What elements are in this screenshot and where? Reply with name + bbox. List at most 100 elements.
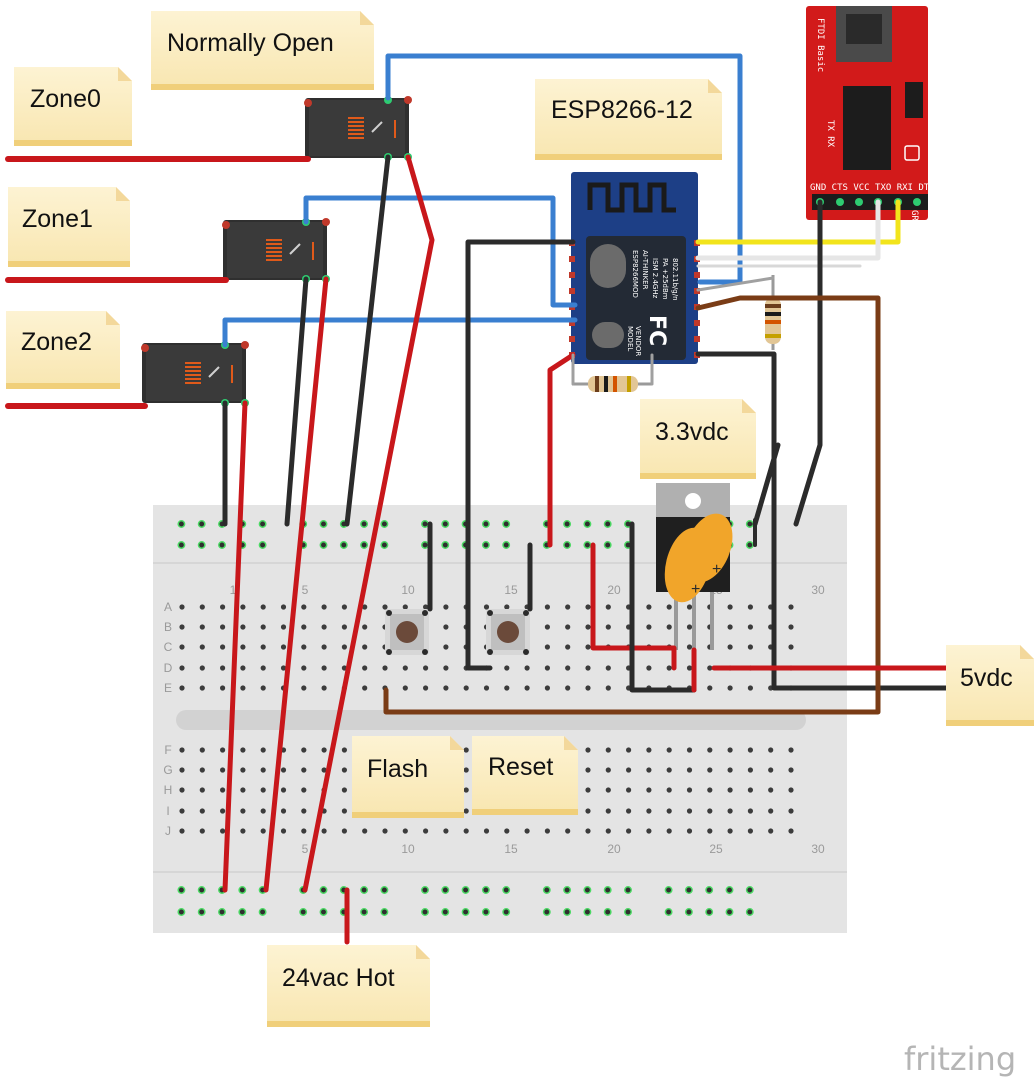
- breadboard-hole: [421, 520, 429, 528]
- breadboard-hole: [301, 644, 307, 650]
- breadboard-hole: [646, 624, 652, 630]
- reset-pushbutton: [486, 609, 530, 655]
- wire-ftdi-tx: [695, 199, 881, 261]
- breadboard-hole: [179, 604, 185, 610]
- breadboard-column-number: 30: [811, 583, 825, 597]
- breadboard-hole: [423, 685, 429, 691]
- breadboard-hole: [524, 685, 530, 691]
- note-normally-open-text: Normally Open: [167, 29, 334, 57]
- breadboard-hole: [583, 908, 592, 916]
- ftdi-pin-labels: GND CTS VCC TXO RXI DTR: [810, 183, 935, 193]
- breadboard-hole: [502, 541, 511, 549]
- breadboard-hole: [463, 808, 469, 814]
- breadboard-hole: [544, 828, 551, 834]
- breadboard-hole: [362, 644, 368, 650]
- breadboard-hole: [585, 644, 591, 650]
- breadboard-hole: [727, 604, 733, 610]
- breadboard-hole: [563, 541, 572, 549]
- breadboard-hole: [240, 767, 246, 773]
- note-zone2: Zone2: [6, 311, 120, 389]
- wire-relay1-hot: [263, 276, 329, 893]
- note-zone0-text: Zone0: [30, 85, 101, 113]
- breadboard-hole: [481, 886, 490, 894]
- note-5vdc: 5vdc: [946, 645, 1034, 726]
- breadboard-hole: [197, 886, 206, 894]
- breadboard-hole: [280, 787, 287, 793]
- breadboard-hole: [727, 808, 733, 814]
- breadboard-hole: [362, 624, 368, 630]
- breadboard-hole: [301, 604, 307, 610]
- breadboard-hole: [240, 747, 246, 753]
- breadboard-hole: [319, 520, 328, 528]
- breadboard-hole: [301, 767, 307, 773]
- breadboard-column-number: 5: [302, 583, 309, 597]
- wire-brown: [383, 295, 881, 715]
- breadboard-column-number: 1: [230, 583, 237, 597]
- breadboard-hole: [666, 604, 672, 610]
- wires: [5, 53, 949, 945]
- breadboard-hole: [646, 808, 652, 814]
- breadboard-hole: [524, 665, 530, 671]
- breadboard-hole: [177, 886, 186, 894]
- breadboard-hole: [240, 665, 246, 671]
- breadboard-hole: [280, 644, 287, 650]
- breadboard-column-number: 20: [607, 583, 621, 597]
- wire-esp-gnd: [465, 239, 576, 671]
- breadboard-hole: [768, 828, 774, 834]
- breadboard-column-number: 25: [709, 842, 723, 856]
- wire-blue-zone0: [385, 53, 743, 285]
- breadboard-hole: [585, 808, 591, 814]
- breadboard-hole: [260, 644, 266, 650]
- breadboard-hole: [666, 767, 672, 773]
- breadboard-hole: [321, 747, 327, 753]
- breadboard-hole: [686, 767, 693, 773]
- breadboard-hole: [605, 604, 611, 610]
- breadboard-hole: [605, 685, 611, 691]
- esp-model-label: MODEL: [626, 326, 634, 351]
- breadboard-hole: [788, 808, 794, 814]
- ftdi-title: FTDI Basic: [815, 18, 825, 72]
- breadboard-hole: [603, 520, 612, 528]
- breadboard-hole: [707, 828, 713, 834]
- breadboard-hole: [218, 908, 226, 916]
- breadboard-hole: [747, 747, 754, 753]
- breadboard-hole: [583, 886, 592, 894]
- breadboard-hole: [260, 685, 266, 691]
- breadboard-hole: [646, 604, 652, 610]
- breadboard-hole: [199, 624, 205, 630]
- breadboard-hole: [220, 767, 226, 773]
- breadboard-hole: [745, 541, 754, 549]
- breadboard-hole: [382, 828, 388, 834]
- breadboard-hole: [199, 828, 205, 834]
- breadboard-hole: [197, 520, 206, 528]
- breadboard-hole: [686, 747, 693, 753]
- breadboard-hole: [301, 808, 307, 814]
- breadboard-hole: [747, 604, 754, 610]
- note-reset-text: Reset: [488, 753, 553, 781]
- breadboard-hole: [686, 624, 693, 630]
- breadboard-row-letter: H: [164, 783, 173, 797]
- ftdi-grn-label: GRN: [909, 210, 919, 226]
- breadboard-hole: [768, 747, 774, 753]
- ftdi-basic-board: FTDI Basic TX RX GND CTS VCC TXO RXI DTR…: [806, 6, 935, 226]
- breadboard-hole: [360, 886, 369, 894]
- breadboard-hole: [646, 787, 652, 793]
- breadboard-hole: [220, 808, 226, 814]
- breadboard-hole: [382, 604, 388, 610]
- breadboard-hole: [686, 787, 693, 793]
- breadboard-hole: [686, 665, 693, 671]
- breadboard-hole: [483, 828, 490, 834]
- breadboard-hole: [684, 886, 693, 894]
- breadboard-hole: [301, 747, 307, 753]
- esp-vendor-label: VENDOR: [634, 326, 642, 356]
- breadboard-hole: [605, 787, 611, 793]
- breadboard-hole: [441, 908, 450, 916]
- breadboard-hole: [280, 665, 287, 671]
- svg-text:+: +: [691, 581, 700, 598]
- breadboard-hole: [585, 767, 591, 773]
- breadboard-hole: [603, 886, 612, 894]
- breadboard-row-letter: B: [164, 620, 172, 634]
- breadboard-hole: [177, 541, 186, 549]
- svg-text:+: +: [712, 561, 721, 578]
- breadboard-hole: [240, 624, 246, 630]
